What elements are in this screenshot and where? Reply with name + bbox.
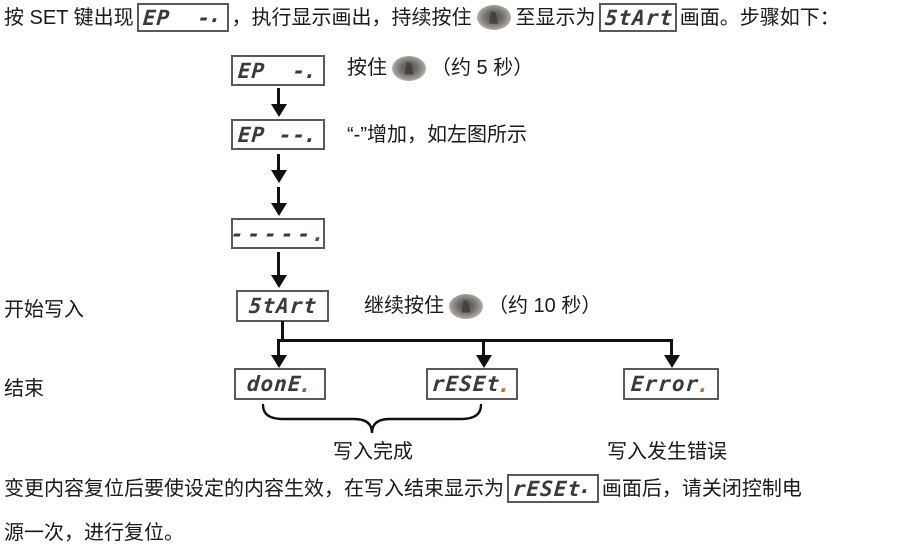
display-text: ----- [229,221,315,246]
display-reset: rESEt. [426,368,518,400]
display-start-inline: 5tArt [598,3,677,32]
display-text: rESEt [431,372,502,396]
footer-text-1: 变更内容复位后要使设定的内容生效，在写入结束显示为 [4,477,504,500]
arrow-down-icon [277,187,280,203]
display-step2: EP --. [231,119,325,150]
footer-line-1: 变更内容复位后要使设定的内容生效，在写入结束显示为 rESEt. 画面后，请关闭… [4,474,802,503]
write-success-label: 写入完成 [333,441,413,463]
intro-line: 按 SET 键出现 EP -. ，执行显示画出，持续按住 至显示为 5tArt … [4,3,840,32]
note-dash-increase: “-”增加，如左图所示 [347,121,527,149]
display-dot: . [696,373,712,397]
display-text: Error [630,372,701,396]
note1-prefix: 按住 [347,57,387,79]
press-button-icon [476,5,511,30]
arrow-down-icon [482,340,485,355]
display-text: EP - [237,58,308,83]
display-text: donE [246,372,303,396]
display-dot: . [578,474,594,498]
press-button-icon [449,293,483,319]
display-done: donE. [234,368,326,400]
underbrace-icon [261,403,483,434]
end-label: 结束 [4,378,44,400]
connector-line [281,321,284,341]
connector-line [277,339,673,342]
note4-prefix: 继续按住 [364,295,444,317]
display-ep-dash-inline: EP -. [136,3,229,32]
intro-text-1: 按 SET 键出现 [4,6,134,29]
display-text: 5tArt [248,294,319,318]
display-dot: . [303,59,319,83]
note-hold-10s: 继续按住 （约 10 秒） [364,292,601,320]
display-text: EP -- [237,122,308,147]
note2-text: “-”增加，如左图所示 [347,124,527,146]
display-dot: . [303,123,319,147]
display-text: EP - [141,5,212,30]
arrow-down-icon [670,340,673,355]
display-step1: EP -. [231,55,325,86]
arrow-down-icon [277,252,280,275]
display-error: Error. [623,368,719,400]
arrow-down-icon [277,88,280,104]
intro-text-4: 画面。步骤如下： [679,6,840,29]
intro-text-2: ，执行显示画出，持续按住 [231,6,472,29]
write-error-label: 写入发生错误 [607,441,727,463]
note4-suffix: （约 10 秒） [488,295,602,317]
display-dot: . [298,373,314,397]
note1-suffix: （约 5 秒） [431,57,534,79]
arrow-down-icon [277,154,280,170]
footer-text-2: 画面后，请关闭控制电 [601,477,802,500]
arrow-down-icon [277,340,280,355]
display-step3: -----. [229,218,327,249]
display-text: rESEt [512,476,583,501]
display-text: 5tArt [603,5,674,30]
start-write-label: 开始写入 [4,299,84,321]
press-button-icon [392,55,426,81]
display-dot: . [208,3,224,27]
footer-line-2: 源一次，进行复位。 [4,522,184,544]
display-dot: . [497,373,513,397]
note-hold-5s: 按住 （约 5 秒） [347,54,533,82]
display-reset-inline: rESEt. [507,474,599,503]
intro-text-3: 至显示为 [515,6,596,29]
display-dot: . [310,222,327,246]
display-start: 5tArt [236,290,329,322]
